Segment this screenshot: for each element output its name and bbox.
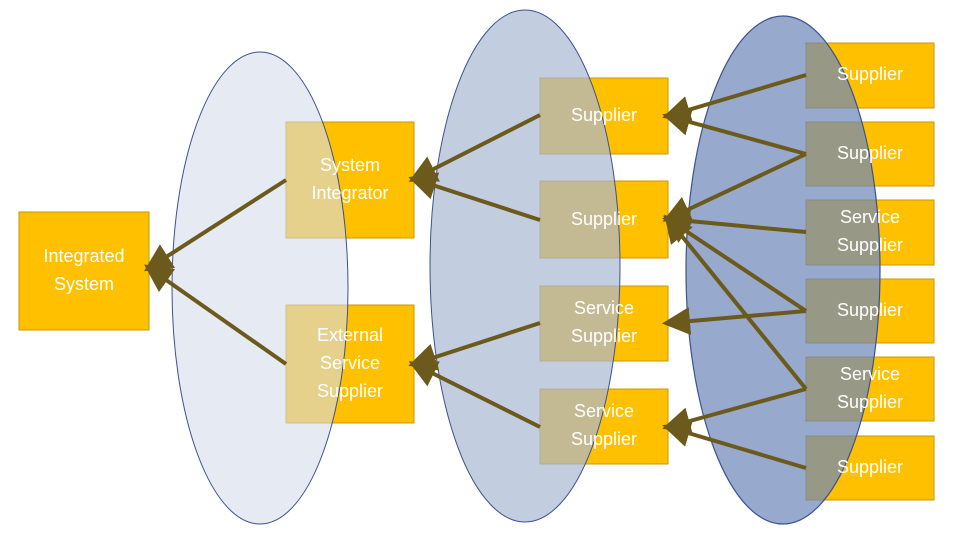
arrow-t3ss5-to-t2b [664,214,808,391]
arrow-t3s6-to-t2d [662,419,807,470]
label-tier2-supplier-b: Supplier [571,209,637,229]
connector-arrows [143,73,808,470]
tier-1-ellipse [171,51,349,525]
label-tier3-supplier-6: Supplier [837,457,903,477]
label-tier2-supplier-a: Supplier [571,105,637,125]
arrow-t3s4-to-t2c [662,307,807,336]
tier-3-ellipse [685,15,881,525]
arrow-t2d-to-ess [408,361,541,429]
arrow-si-to-integrated [143,178,288,272]
label-tier3-supplier-4: Supplier [837,300,903,320]
arrow-t2a-to-si [408,113,541,182]
arrow-ess-to-integrated [144,264,288,366]
tier-ellipses [171,9,881,525]
node-integrated-system [18,211,150,331]
label-tier3-supplier-1: Supplier [837,64,903,84]
label-tier3-supplier-2: Supplier [837,143,903,163]
arrow-t2b-to-si [408,172,541,222]
arrow-t2c-to-ess [408,321,541,371]
arrow-t3s2-to-t2a [662,108,807,156]
